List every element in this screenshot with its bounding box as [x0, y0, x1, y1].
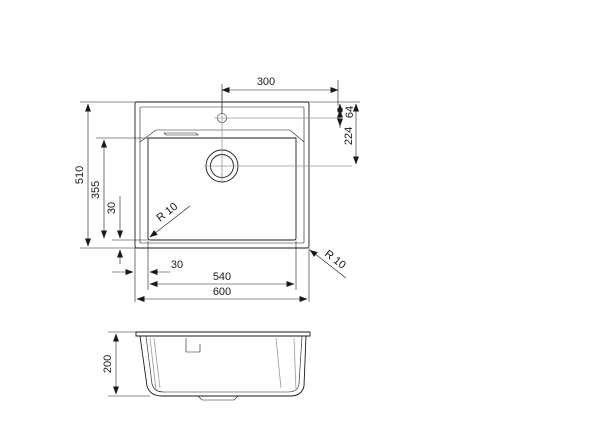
dimension-224-label: 224: [343, 127, 355, 145]
dimension-bottom: 30 540 600: [112, 241, 310, 302]
section-drain-bottom: [197, 395, 239, 401]
bowl-back-slope: [139, 129, 305, 143]
section-left-wall-2: [149, 337, 157, 391]
dimension-355-label: 355: [90, 181, 102, 199]
dimension-600-label: 600: [213, 286, 231, 298]
dimension-540-label: 540: [213, 271, 231, 283]
section-rim: [135, 331, 311, 337]
dimension-left: 510 355 30: [74, 101, 148, 264]
section-view: [135, 331, 311, 401]
section-bowl-inner: [145, 335, 303, 393]
radius-outer: R 10: [309, 248, 348, 279]
overflow-slot: [163, 132, 199, 136]
section-bowl-outer: [139, 335, 307, 397]
dimension-200: 200: [102, 331, 150, 397]
dimension-300-label: 300: [257, 76, 275, 88]
section-overflow-channel: [185, 338, 201, 353]
dimension-right: 64 224: [308, 101, 360, 165]
radius-inner-label: R 10: [154, 201, 180, 225]
radius-inner: R 10: [149, 201, 191, 238]
dimension-510-label: 510: [74, 166, 86, 184]
dimension-300: 300: [221, 76, 339, 114]
dimension-64-label: 64: [344, 106, 356, 118]
dimension-200-label: 200: [102, 355, 114, 373]
section-right-wall: [275, 337, 282, 389]
dimension-30v-label: 30: [106, 202, 118, 214]
radius-outer-label: R 10: [322, 248, 348, 272]
section-right-wall-2: [293, 337, 297, 391]
plan-view: [134, 90, 352, 249]
bowl-outline: [147, 137, 297, 241]
section-left-wall: [153, 337, 161, 389]
dimension-30h-label: 30: [171, 259, 183, 271]
